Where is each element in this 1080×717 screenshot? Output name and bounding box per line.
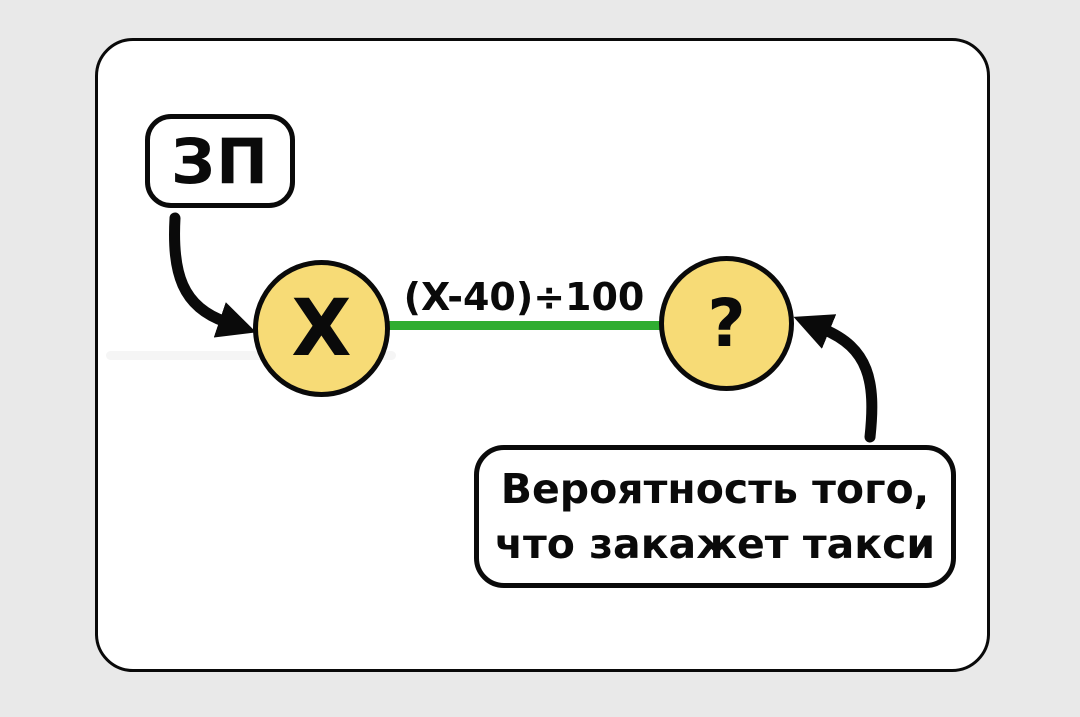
x-variable-node: X — [253, 260, 390, 397]
salary-node: ЗП — [145, 114, 295, 208]
probability-label-box: Вероятность того, что закажет такси — [474, 445, 956, 588]
probability-label-line1: Вероятность того, — [500, 465, 930, 514]
diagram-card: ЗП (X-40)÷100 X ? Вероятность того, что … — [95, 38, 990, 672]
probability-label-line2: что закажет такси — [494, 519, 936, 568]
edge-formula-label: (X-40)÷100 — [403, 275, 645, 319]
probability-node: ? — [659, 256, 794, 391]
salary-node-label: ЗП — [171, 124, 269, 198]
watermark-remnant — [106, 351, 396, 360]
edge-line — [387, 321, 661, 330]
x-variable-label: X — [291, 283, 352, 374]
probability-node-label: ? — [707, 285, 746, 362]
curved-arrow-label-to-probability — [793, 314, 878, 443]
curved-arrow-salary-to-x — [169, 212, 257, 338]
